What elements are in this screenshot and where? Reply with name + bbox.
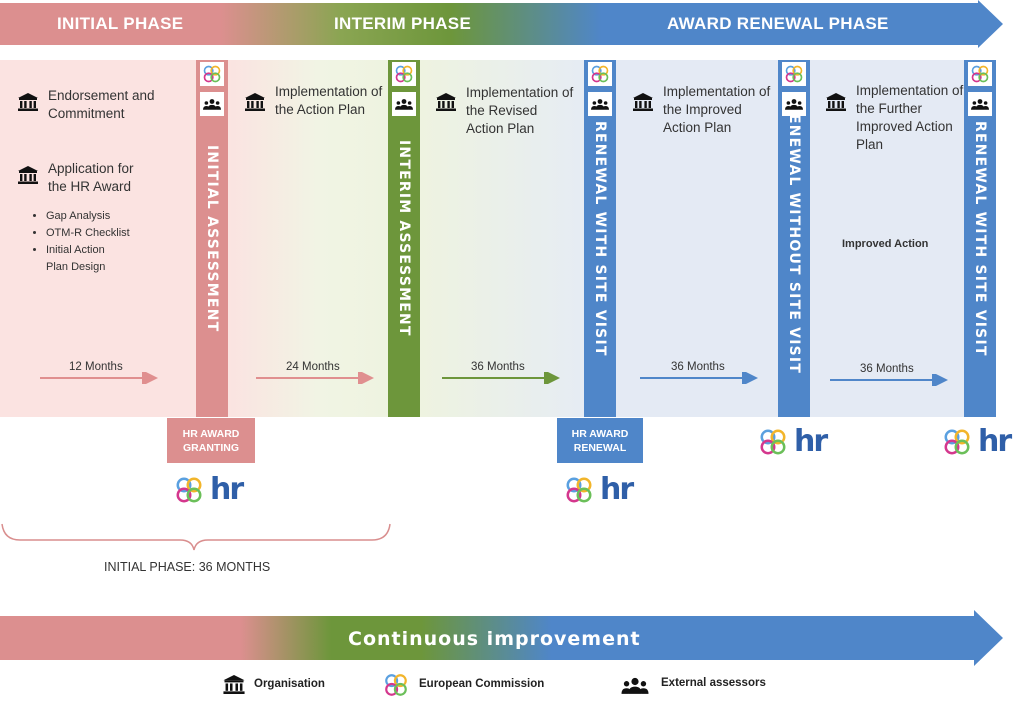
assessors-icon: [782, 92, 806, 116]
assessors-icon: [968, 92, 992, 116]
european-commission-icon: [968, 62, 992, 86]
list-item: Initial Action Plan Design: [46, 242, 116, 276]
bar-initial-assessment: INITIAL ASSESSMENT: [196, 60, 228, 417]
hr-logo: hr: [564, 472, 634, 507]
legend-external-assessors: External assessors: [661, 677, 766, 689]
panel-initial: [0, 60, 196, 417]
european-commission-icon: [174, 475, 204, 505]
assessors-icon: [621, 677, 649, 695]
european-commission-icon: [392, 62, 416, 86]
bar-renewal-site-visit: RENEWAL WITH SITE VISIT: [584, 60, 616, 417]
bar-renewal-site-visit-final: RENEWAL WITH SITE VISIT: [964, 60, 996, 417]
interim-phase-label: INTERIM PHASE: [334, 14, 472, 33]
duration-arrow: [256, 372, 374, 384]
organisation-icon: [436, 93, 456, 111]
col5-text: Implementation of the Further Improved A…: [856, 83, 964, 152]
brace-label: INITIAL PHASE: 36 MONTHS: [104, 560, 271, 574]
col4-duration: 36 Months: [671, 361, 725, 373]
bar-renewal-without-site-visit: RENEWAL WITHOUT SITE VISIT: [778, 60, 810, 417]
duration-arrow: [40, 372, 158, 384]
col2-duration: 24 Months: [286, 361, 340, 373]
european-commission-icon: [588, 62, 612, 86]
assessors-icon: [588, 92, 612, 116]
hr-award-granting-tag: HR AWARD GRANTING: [167, 418, 255, 463]
duration-arrow: [442, 372, 560, 384]
bar-interim-assessment: INTERIM ASSESSMENT: [388, 60, 420, 417]
organisation-icon: [245, 93, 265, 111]
col1-item-application: Application for the HR Award: [48, 161, 134, 194]
col3-duration: 36 Months: [471, 361, 525, 373]
col5-note: Improved Action: [842, 238, 929, 250]
organisation-icon: [633, 93, 653, 111]
european-commission-icon: [564, 475, 594, 505]
phase-arrow: [0, 0, 1003, 48]
hr-logo: hr: [758, 424, 828, 459]
col3-text: Implementation of the Revised Action Pla…: [466, 85, 574, 136]
organisation-icon: [18, 93, 38, 111]
european-commission-icon: [758, 427, 788, 457]
hr-logo: hr: [942, 424, 1012, 459]
award-renewal-phase-label: AWARD RENEWAL PHASE: [667, 14, 889, 33]
european-commission-icon: [383, 672, 409, 698]
assessors-icon: [392, 92, 416, 116]
initial-phase-brace: [1, 523, 391, 551]
col1-item-endorsement: Endorsement and Commitment: [48, 88, 155, 121]
legend-european-commission: European Commission: [419, 678, 545, 690]
european-commission-icon: [782, 62, 806, 86]
legend-organisation: Organisation: [254, 678, 325, 690]
col4-text: Implementation of the Improved Action Pl…: [663, 84, 771, 135]
col1-bullets: Gap Analysis OTM-R Checklist Initial Act…: [30, 208, 156, 276]
duration-arrow: [830, 374, 948, 386]
european-commission-icon: [200, 62, 224, 86]
panel-improved: [616, 60, 778, 417]
col2-text: Implementation of the Action Plan: [275, 84, 383, 117]
assessors-icon: [200, 92, 224, 116]
list-item: OTM-R Checklist: [46, 225, 156, 242]
list-item: Gap Analysis: [46, 208, 156, 225]
organisation-icon: [826, 93, 846, 111]
col5-duration: 36 Months: [860, 363, 914, 375]
continuous-improvement-label: Continuous improvement: [348, 628, 641, 650]
panel-implementation: [228, 60, 390, 417]
organisation-icon: [18, 166, 38, 184]
european-commission-icon: [942, 427, 972, 457]
continuous-improvement-arrow: [0, 610, 1003, 666]
panel-revised: [420, 60, 586, 417]
duration-arrow: [640, 372, 758, 384]
panel-further: [810, 60, 966, 417]
initial-phase-label: INITIAL PHASE: [57, 14, 184, 33]
organisation-icon: [223, 675, 245, 694]
col1-duration: 12 Months: [69, 361, 123, 373]
hr-award-renewal-tag: HR AWARD RENEWAL: [557, 418, 643, 463]
hr-logo: hr: [174, 472, 244, 507]
